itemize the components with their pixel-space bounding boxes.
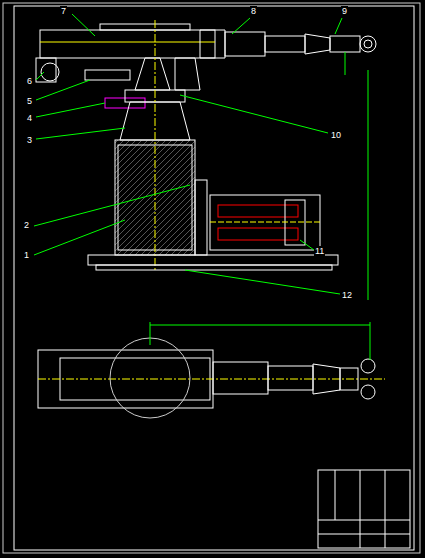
callout-number: 2: [23, 220, 30, 230]
callout-number: 7: [60, 6, 67, 16]
callout-number: 8: [250, 6, 257, 16]
callout-number: 11: [314, 246, 325, 256]
callout-number: 9: [341, 6, 348, 16]
callout-number: 5: [26, 96, 33, 106]
callout-number: 4: [26, 113, 33, 123]
callout-number: 1: [23, 250, 30, 260]
callout-number: 12: [341, 290, 353, 300]
callout-number: 10: [330, 130, 342, 140]
callout-number: 3: [26, 135, 33, 145]
callout-number: 6: [26, 76, 33, 86]
